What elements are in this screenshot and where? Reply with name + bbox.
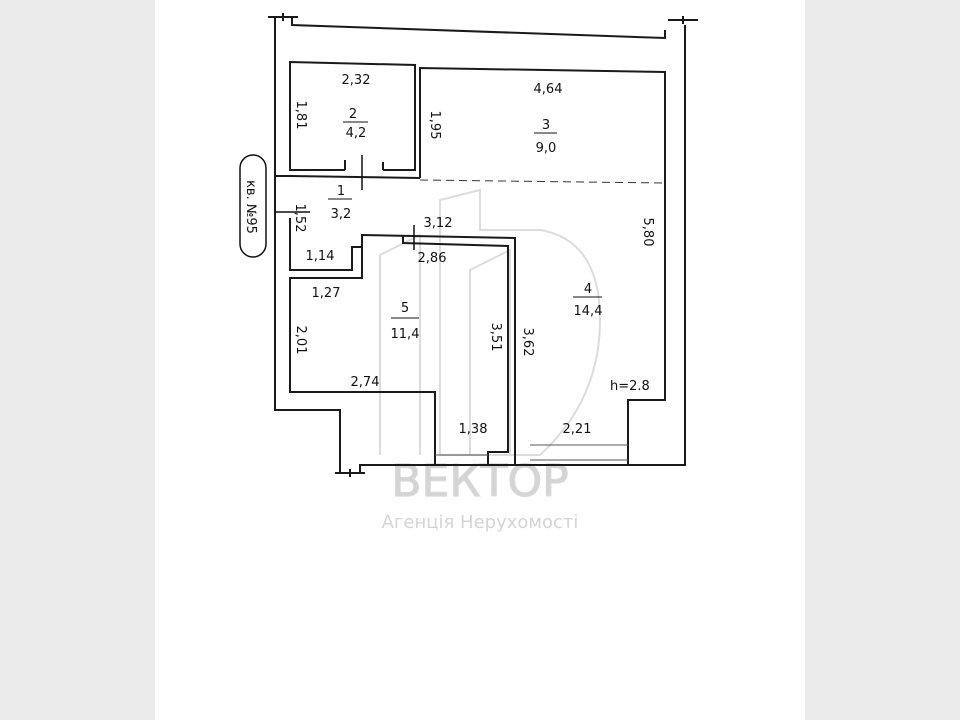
watermark-logo	[379, 188, 602, 456]
svg-text:2,86: 2,86	[418, 251, 447, 266]
svg-text:1,27: 1,27	[312, 286, 341, 301]
svg-text:3,62: 3,62	[520, 328, 535, 357]
svg-text:3,51: 3,51	[488, 323, 503, 352]
room-4-area: 14,4	[574, 304, 603, 319]
room-3-number: 3	[542, 118, 550, 133]
room-labels: 2 4,2 3 9,0 1 3,2 4 14,4 5 11,4 h=2.8	[328, 107, 650, 394]
room-2-number: 2	[349, 107, 357, 122]
room-5-area: 11,4	[391, 327, 420, 342]
walls	[268, 13, 698, 477]
svg-text:4,64: 4,64	[534, 82, 563, 97]
dimensions: 2,32 1,81 4,64 1,95 5,80 3,12 1,52 1,14 …	[292, 73, 655, 437]
room-1-number: 1	[337, 184, 345, 199]
apartment-label-frame	[239, 154, 267, 258]
svg-text:1,14: 1,14	[306, 249, 335, 264]
svg-text:2,74: 2,74	[351, 375, 380, 390]
room-1-area: 3,2	[331, 207, 352, 222]
svg-text:1,52: 1,52	[292, 204, 307, 233]
svg-text:5,80: 5,80	[640, 218, 655, 247]
svg-text:2,01: 2,01	[293, 326, 308, 355]
svg-text:3,12: 3,12	[424, 216, 453, 231]
svg-text:1,38: 1,38	[459, 422, 488, 437]
svg-text:1,81: 1,81	[293, 101, 308, 130]
room-5-number: 5	[401, 301, 409, 316]
watermark-subtitle: Агенція Нерухомості	[382, 512, 579, 533]
apartment-label: кв. №95	[243, 180, 258, 234]
room-3-area: 9,0	[536, 141, 557, 156]
room-4-number: 4	[584, 282, 592, 297]
room-2-area: 4,2	[346, 126, 367, 141]
svg-text:2,21: 2,21	[563, 422, 592, 437]
svg-text:1,95: 1,95	[427, 111, 442, 140]
ceiling-height: h=2.8	[610, 379, 650, 394]
document-page	[155, 0, 805, 720]
watermark-brand: ВЕКТОР	[391, 456, 568, 507]
svg-text:2,32: 2,32	[342, 73, 371, 88]
